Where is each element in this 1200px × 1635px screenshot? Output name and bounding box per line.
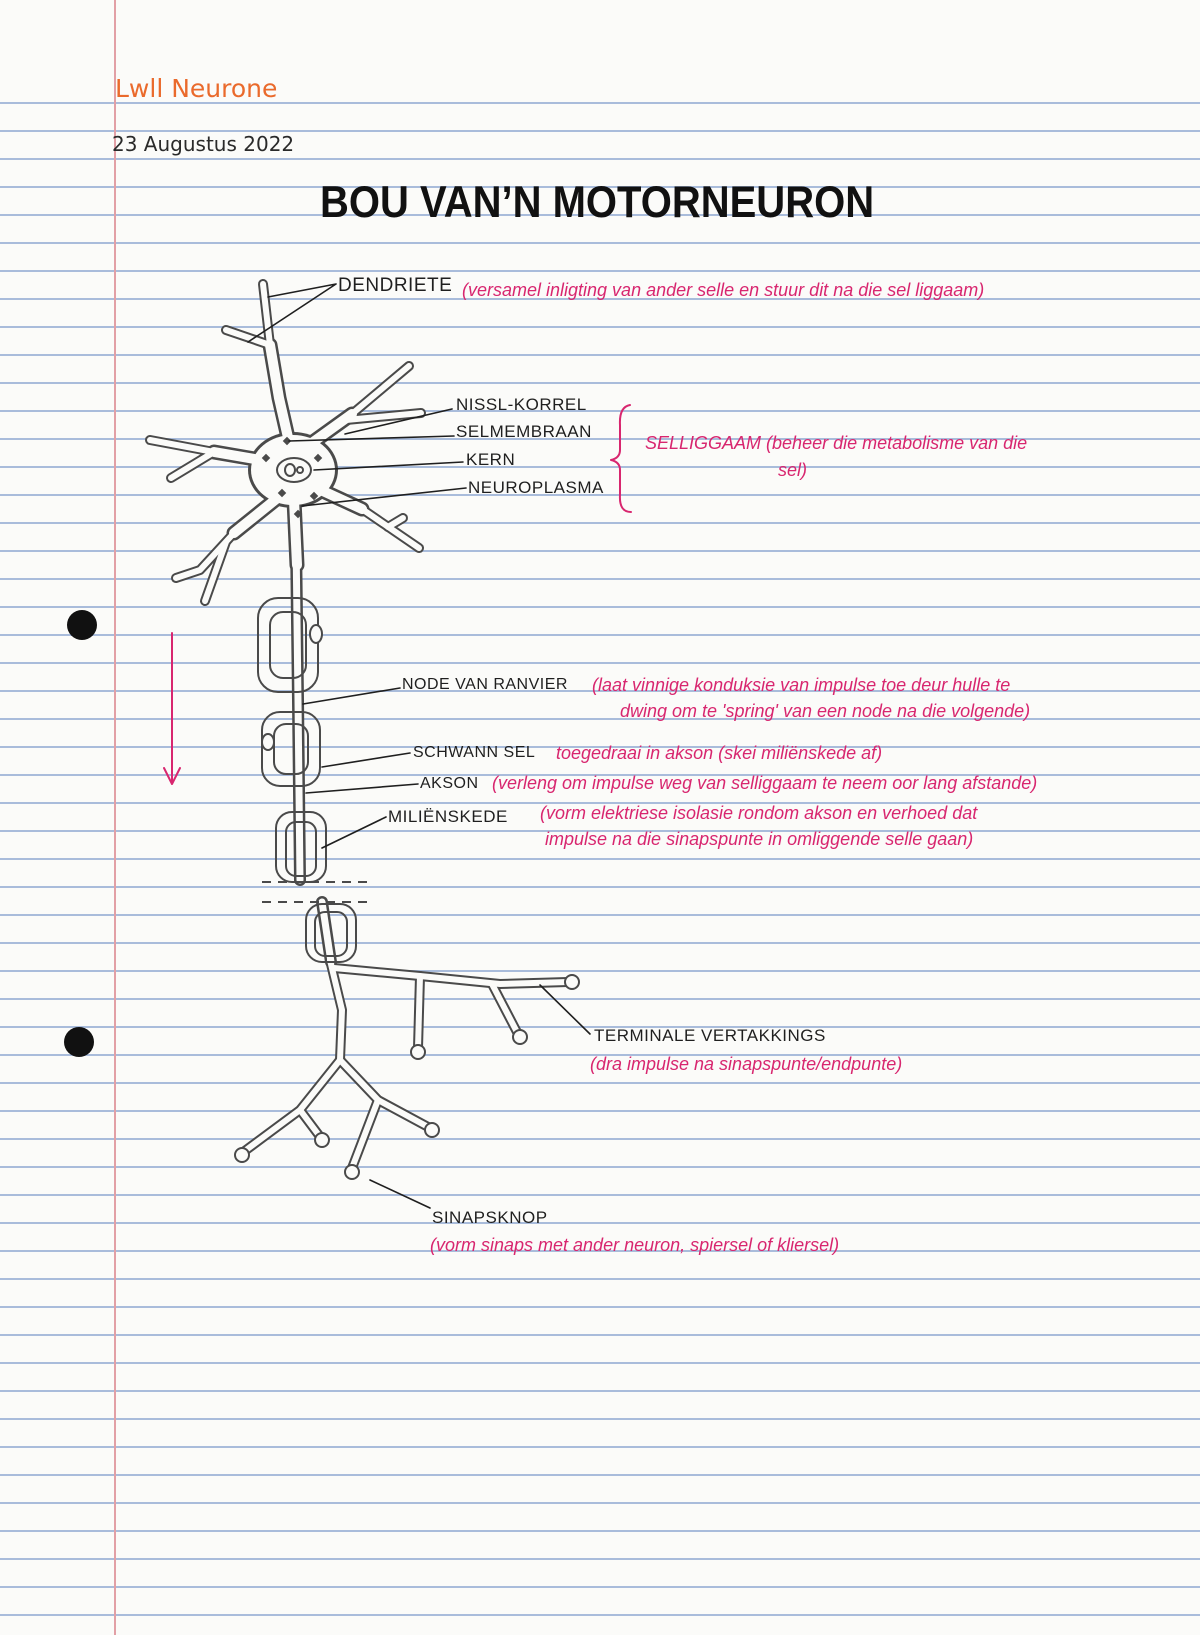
schwann-cell-inner (273, 723, 309, 775)
impulse-direction-arrow-icon (163, 632, 181, 785)
pointer-neuroplasma (301, 487, 467, 507)
terminal-branches-fill (242, 960, 568, 1168)
label-sinapsknop: SINAPSKNOP (432, 1208, 548, 1227)
pointer-nissl-korrel (344, 408, 453, 435)
course-header: Lwll Neurone (115, 74, 278, 103)
page-title: BOU VAN’N MOTORNEURON (320, 177, 875, 228)
label-dendriete: DENDRIETE (338, 275, 453, 296)
label-akson: AKSON (420, 775, 479, 792)
margin-line (114, 0, 116, 1635)
label-nissl-korrel: NISSL-KORREL (456, 395, 587, 414)
nucleolus (284, 463, 296, 477)
label-schwann-sel: SCHWANN SEL (413, 744, 536, 761)
pointer-schwann-sel (321, 752, 411, 768)
myelin-segment (257, 597, 323, 693)
schwann-cell-outer (305, 903, 357, 963)
synaptic-knob (424, 1122, 440, 1138)
synaptic-knob (314, 1132, 330, 1148)
label-milienskede: MILIËNSKEDE (388, 807, 508, 826)
schwann-cell-nucleus (309, 624, 323, 644)
pointer-selmembraan (288, 435, 455, 442)
myelin-segment (305, 903, 357, 963)
synaptic-knob (234, 1147, 250, 1163)
punch-hole-icon (64, 1027, 94, 1057)
nissl-granule (313, 453, 323, 463)
note-node-van-ranvier-line-2: dwing om te 'spring' van een node na die… (620, 701, 1031, 721)
schwann-cell-inner (269, 611, 307, 679)
note-schwann-sel: toegedraai in akson (skei miliënskede af… (556, 743, 883, 763)
note-milienskede-line-1: (vorm elektriese isolasie rondom akson e… (540, 803, 978, 823)
page-date: 23 Augustus 2022 (112, 132, 295, 156)
note-terminale-vertakkings: (dra impulse na sinapspunte/endpunte) (590, 1054, 903, 1074)
label-node-van-ranvier: NODE VAN RANVIER (402, 676, 568, 693)
note-sinapsknop: (vorm sinaps met ander neuron, spiersel … (430, 1235, 840, 1255)
nissl-granule (293, 509, 303, 519)
label-neuroplasma: NEUROPLASMA (468, 478, 604, 497)
pointer-node-van-ranvier (302, 687, 401, 705)
label-terminale-vertakkings: TERMINALE VERTAKKINGS (594, 1026, 826, 1045)
soma-fill (251, 435, 335, 505)
label-selmembraan: SELMEMBRAAN (456, 422, 592, 441)
note-dendriete: (versamel inligting van ander selle en s… (462, 280, 985, 300)
schwann-cell-inner (314, 911, 348, 957)
synaptic-knob (564, 974, 580, 990)
pointer-dendriete (247, 283, 337, 343)
terminal-branches-outline (242, 960, 568, 1168)
nissl-granule (309, 491, 319, 501)
note-milienskede-line-2: impulse na die sinapspunte in omliggende… (545, 829, 974, 849)
pointer-sinapsknop (369, 1179, 431, 1209)
nissl-granule (277, 488, 287, 498)
schwann-cell-inner (285, 821, 317, 877)
note-selliggaam-line-1: SELLIGGAAM (beheer die metabolisme van d… (645, 433, 1028, 453)
myelin-segment (261, 711, 321, 787)
note-selliggaam-line-2: sel) (778, 460, 808, 480)
nucleolus-dot (296, 466, 304, 474)
pointer-akson (305, 783, 419, 794)
note-akson: (verleng om impulse weg van selliggaam t… (492, 773, 1038, 793)
schwann-cell-outer (261, 711, 321, 787)
schwann-cell-outer (257, 597, 319, 693)
synaptic-knob (344, 1164, 360, 1180)
synaptic-knob (410, 1044, 426, 1060)
label-kern: KERN (466, 450, 516, 469)
pointer-kern (313, 461, 464, 471)
pointer-terminale-vertakkings (539, 984, 591, 1035)
ruled-lines (0, 76, 1200, 1635)
synaptic-knob (512, 1029, 528, 1045)
nissl-granule (261, 453, 271, 463)
pointer-milienskede (321, 816, 387, 849)
selliggaam-brace (610, 404, 632, 513)
nucleus (276, 457, 312, 483)
note-node-van-ranvier-line-1: (laat vinnige konduksie van impulse toe … (592, 675, 1011, 695)
punch-hole-icon (67, 610, 97, 640)
nissl-granule (282, 436, 292, 446)
schwann-cell-nucleus (261, 733, 275, 751)
